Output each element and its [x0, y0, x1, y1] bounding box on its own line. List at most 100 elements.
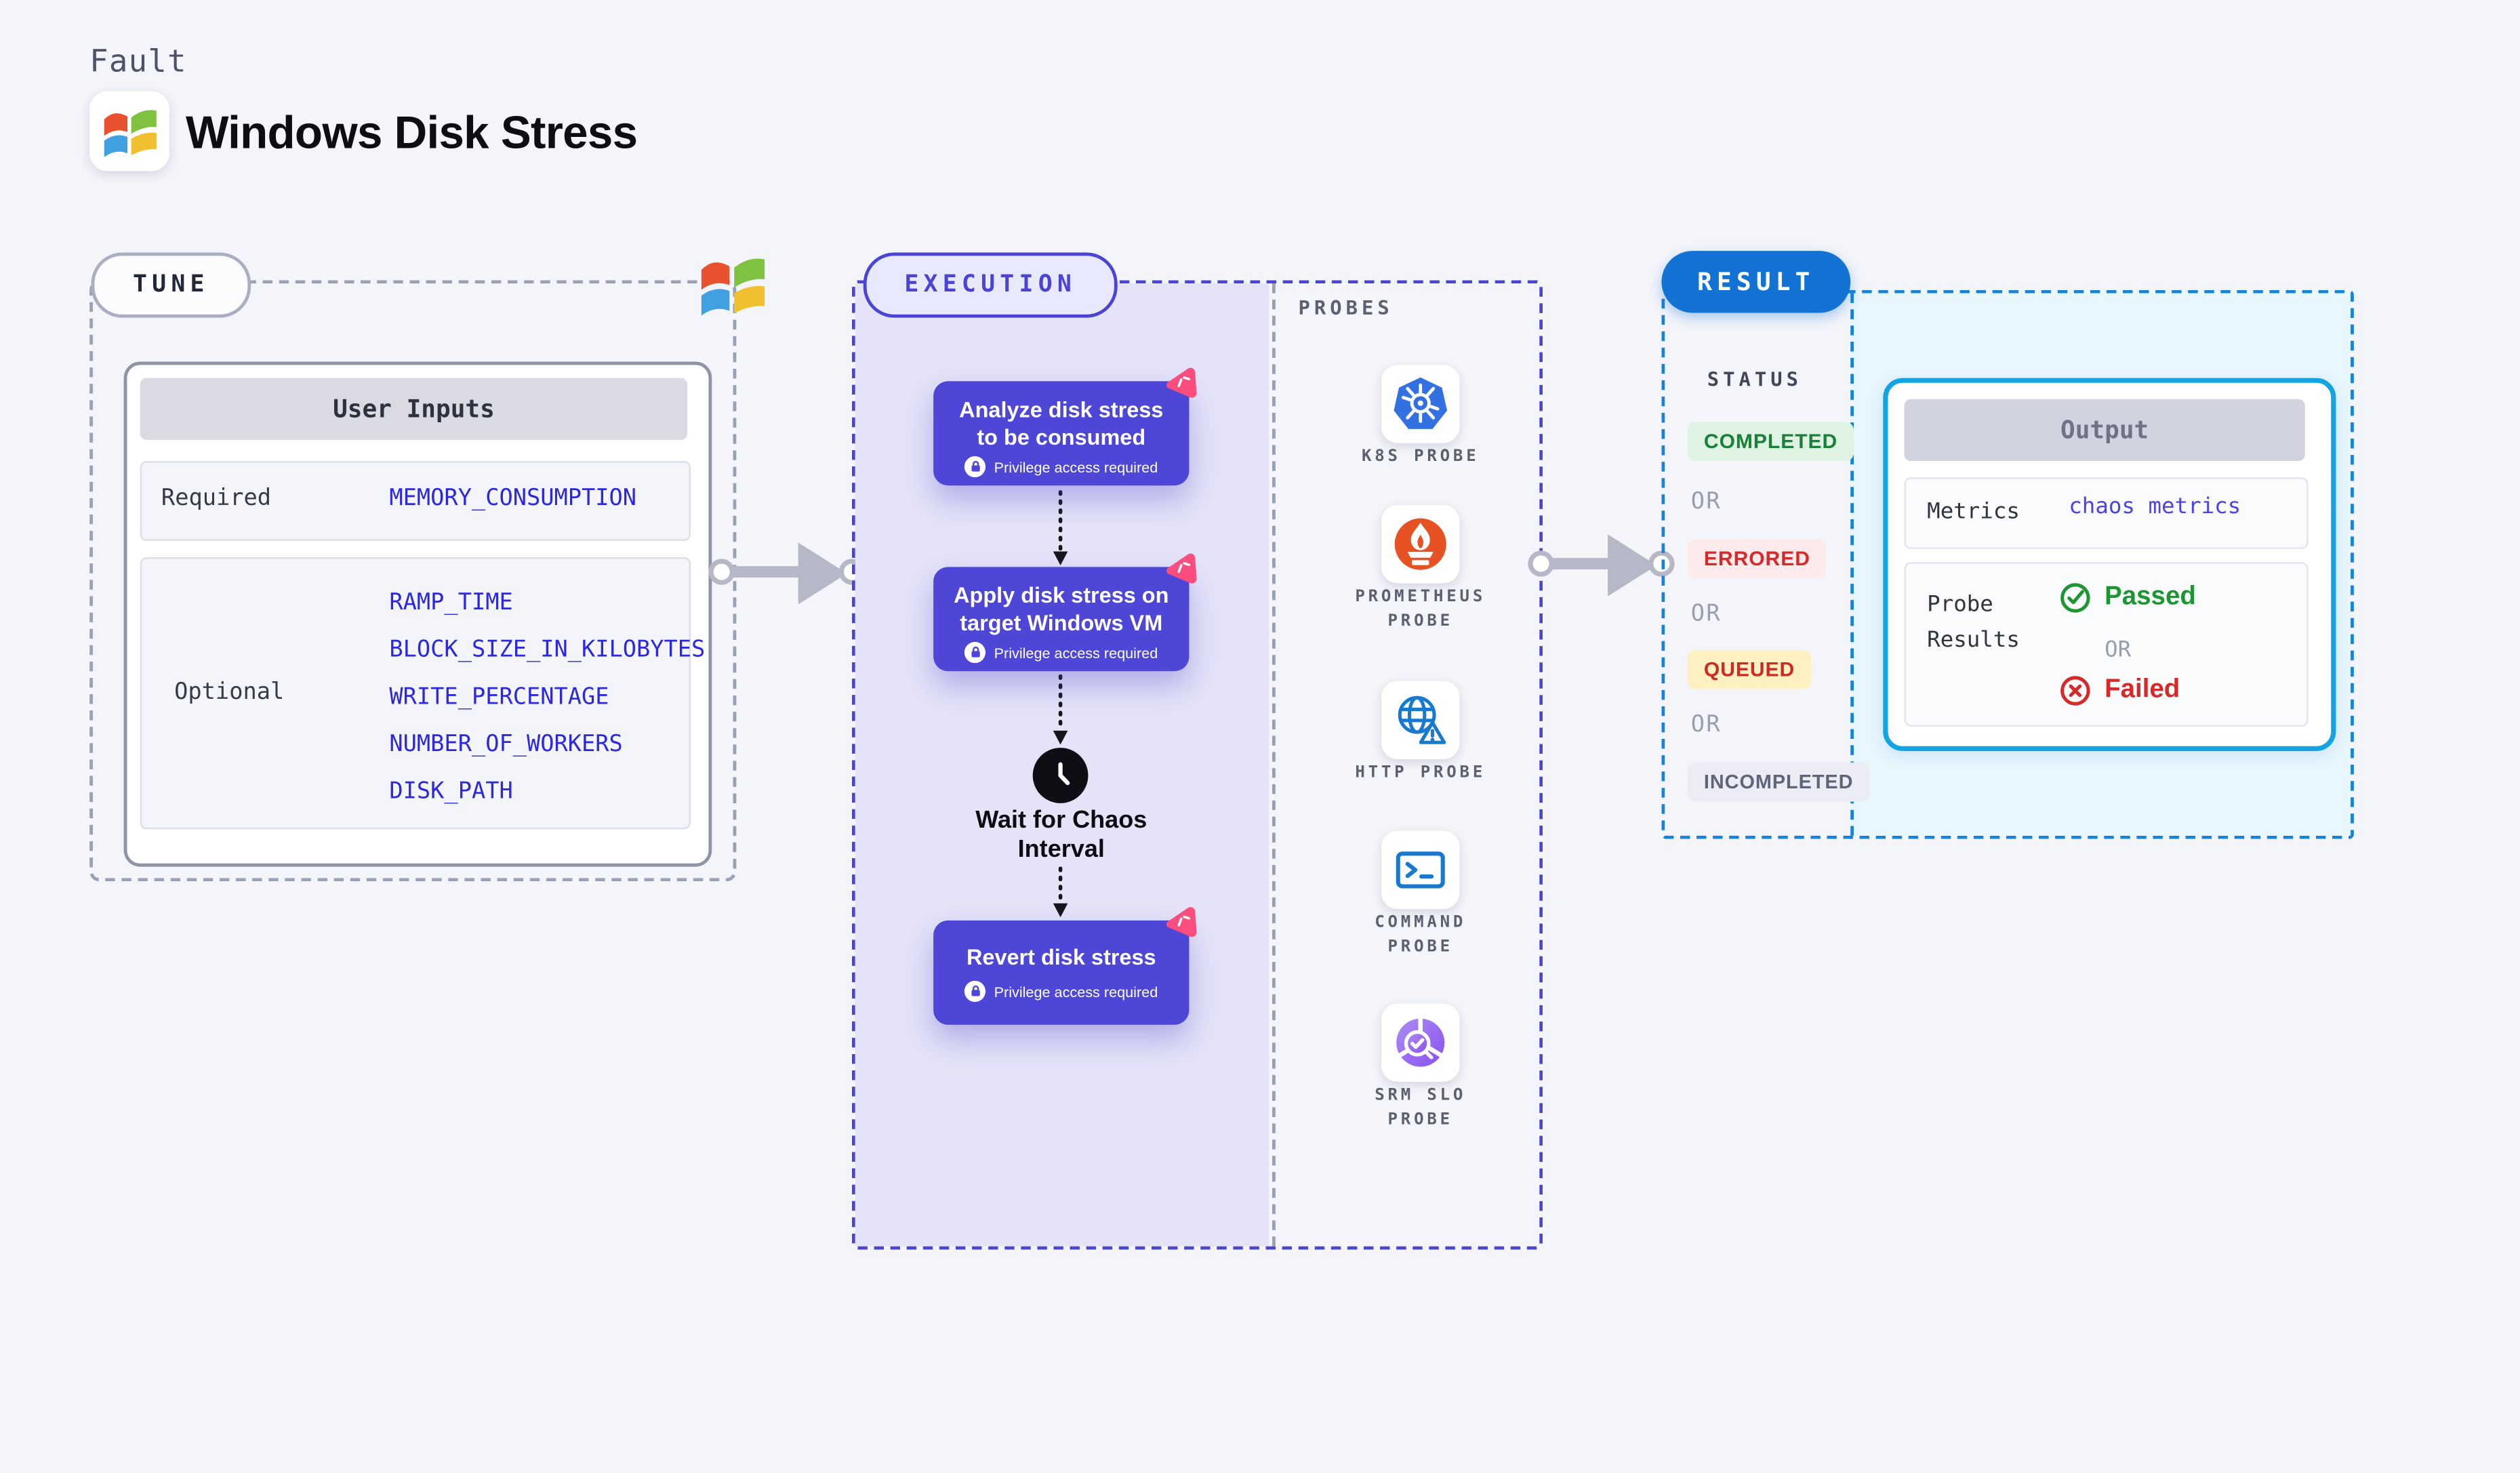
lock-icon — [964, 980, 986, 1003]
status-badge-errored: ERRORED — [1687, 539, 1827, 579]
page-title: Windows Disk Stress — [185, 107, 638, 159]
prometheus-probe-card — [1381, 505, 1460, 584]
chaos-triangle-icon — [1158, 548, 1206, 594]
input-variable: RAMP_TIME — [389, 590, 513, 616]
probe-label-line: COMMAND — [1375, 914, 1467, 932]
fault-eyebrow: Fault — [89, 43, 187, 80]
user-inputs-title: User Inputs — [333, 394, 495, 424]
chaos-triangle-icon — [1158, 902, 1206, 948]
wait-line: Interval — [1017, 835, 1105, 864]
step-title-line: Analyze disk stress — [959, 397, 1164, 422]
privilege-note: Privilege access required — [994, 644, 1158, 661]
flow-arrow-execution-to-result — [1523, 533, 1680, 598]
execution-pill: EXECUTION — [863, 252, 1118, 318]
windows-logo-card — [89, 91, 169, 171]
required-label: Required — [161, 485, 272, 512]
probes-heading: PROBES — [1298, 296, 1394, 320]
passed-label: Passed — [2105, 583, 2196, 611]
dotted-arrow-icon — [1049, 866, 1072, 919]
tune-pill-label: TUNE — [132, 272, 209, 298]
step-analyze-disk-stress: Analyze disk stress to be consumed Privi… — [933, 367, 1197, 486]
dotted-arrow-icon — [1049, 674, 1072, 746]
metrics-label: Metrics — [1927, 498, 2020, 525]
probe-label-line: SRM SLO — [1375, 1087, 1467, 1105]
input-variable: MEMORY_CONSUMPTION — [389, 485, 637, 512]
prometheus-probe-label: PROMETHEUS PROBE — [1292, 585, 1549, 634]
status-badge-incompleted: INCOMPLETED — [1687, 762, 1870, 802]
http-probe-card — [1381, 681, 1460, 759]
prometheus-icon — [1389, 513, 1451, 575]
probe-label-line: K8S PROBE — [1361, 447, 1480, 466]
step-title-line: Revert disk stress — [966, 944, 1156, 969]
execution-pill-label: EXECUTION — [904, 272, 1077, 298]
flow-arrow-tune-to-execution — [704, 541, 866, 606]
privilege-note: Privilege access required — [994, 983, 1158, 1000]
chaos-triangle-icon — [1158, 363, 1206, 408]
probe-label-line: PROBE — [1387, 612, 1453, 631]
command-probe-label: COMMAND PROBE — [1292, 910, 1549, 959]
or-separator: OR — [1690, 601, 1722, 628]
x-circle-icon — [2059, 674, 2092, 707]
lock-icon — [964, 641, 986, 664]
optional-label: Optional — [174, 679, 285, 706]
user-inputs-header: User Inputs — [140, 378, 688, 440]
wait-line: Wait for Chaos — [975, 806, 1147, 834]
metrics-value: chaos metrics — [2069, 493, 2241, 520]
probe-results-row: Probe Results Passed OR — [1904, 562, 2309, 727]
tune-pill: TUNE — [91, 252, 251, 318]
passed-verdict: Passed — [2059, 582, 2196, 614]
result-pill: RESULT — [1661, 251, 1851, 313]
step-apply-disk-stress: Apply disk stress on target Windows VM P… — [933, 553, 1197, 672]
status-badge-queued: QUEUED — [1687, 649, 1812, 689]
step-title-line: target Windows VM — [960, 611, 1163, 636]
probe-results-label: Probe Results — [1927, 586, 2020, 658]
http-probe-label: HTTP PROBE — [1292, 761, 1549, 785]
k8s-probe-card — [1381, 365, 1460, 443]
failed-verdict: Failed — [2059, 674, 2180, 707]
user-inputs-card: User Inputs Required MEMORY_CONSUMPTION … — [123, 361, 712, 867]
windows-flag-corner-icon — [695, 247, 771, 323]
required-inputs-row: Required MEMORY_CONSUMPTION — [140, 461, 691, 541]
result-pill-label: RESULT — [1697, 267, 1815, 297]
input-variable: WRITE_PERCENTAGE — [389, 684, 609, 710]
dotted-arrow-icon — [1049, 490, 1072, 567]
input-variable: DISK_PATH — [389, 778, 513, 805]
srm-slo-probe-card — [1381, 1003, 1460, 1082]
metrics-row: Metrics chaos metrics — [1904, 477, 2309, 549]
status-badge-completed: COMPLETED — [1687, 422, 1854, 462]
srm-slo-probe-label: SRM SLO PROBE — [1292, 1083, 1549, 1132]
step-title-line: Apply disk stress on — [954, 583, 1169, 608]
probes-panel — [1272, 283, 1540, 1247]
k8s-probe-label: K8S PROBE — [1292, 445, 1549, 469]
optional-inputs-row: Optional RAMP_TIME BLOCK_SIZE_IN_KILOBYT… — [140, 557, 705, 830]
command-probe-card — [1381, 830, 1460, 910]
input-variable: NUMBER_OF_WORKERS — [389, 731, 623, 758]
http-globe-warning-icon — [1389, 689, 1451, 751]
status-heading: STATUS — [1707, 368, 1802, 391]
step-title-line: to be consumed — [977, 425, 1146, 450]
or-separator: OR — [1690, 712, 1722, 738]
probe-label-line: HTTP PROBE — [1355, 764, 1486, 782]
output-header: Output — [1904, 399, 2305, 462]
probe-label-line: PROBE — [1387, 1111, 1453, 1129]
kubernetes-icon — [1389, 373, 1451, 435]
probe-label-line: PROBE — [1387, 938, 1453, 956]
clock-icon — [1032, 748, 1089, 803]
srm-slo-icon — [1389, 1011, 1451, 1073]
lock-icon — [964, 456, 986, 478]
terminal-icon — [1389, 839, 1451, 901]
probe-results-line: Results — [1927, 627, 2020, 653]
probe-label-line: PROMETHEUS — [1355, 588, 1486, 607]
privilege-note: Privilege access required — [994, 458, 1158, 475]
probe-results-line: Probe — [1927, 591, 1993, 618]
failed-label: Failed — [2105, 676, 2180, 704]
output-title: Output — [2060, 415, 2149, 445]
wait-for-chaos-interval-label: Wait for Chaos Interval — [933, 807, 1189, 866]
step-revert-disk-stress: Revert disk stress Privilege access requ… — [933, 907, 1197, 1025]
tune-section-box — [89, 280, 737, 882]
windows-logo-icon — [98, 100, 160, 162]
input-variable: BLOCK_SIZE_IN_KILOBYTES — [389, 637, 706, 664]
output-card: Output Metrics chaos metrics Probe Resul… — [1883, 378, 2336, 751]
or-separator: OR — [2105, 637, 2132, 664]
